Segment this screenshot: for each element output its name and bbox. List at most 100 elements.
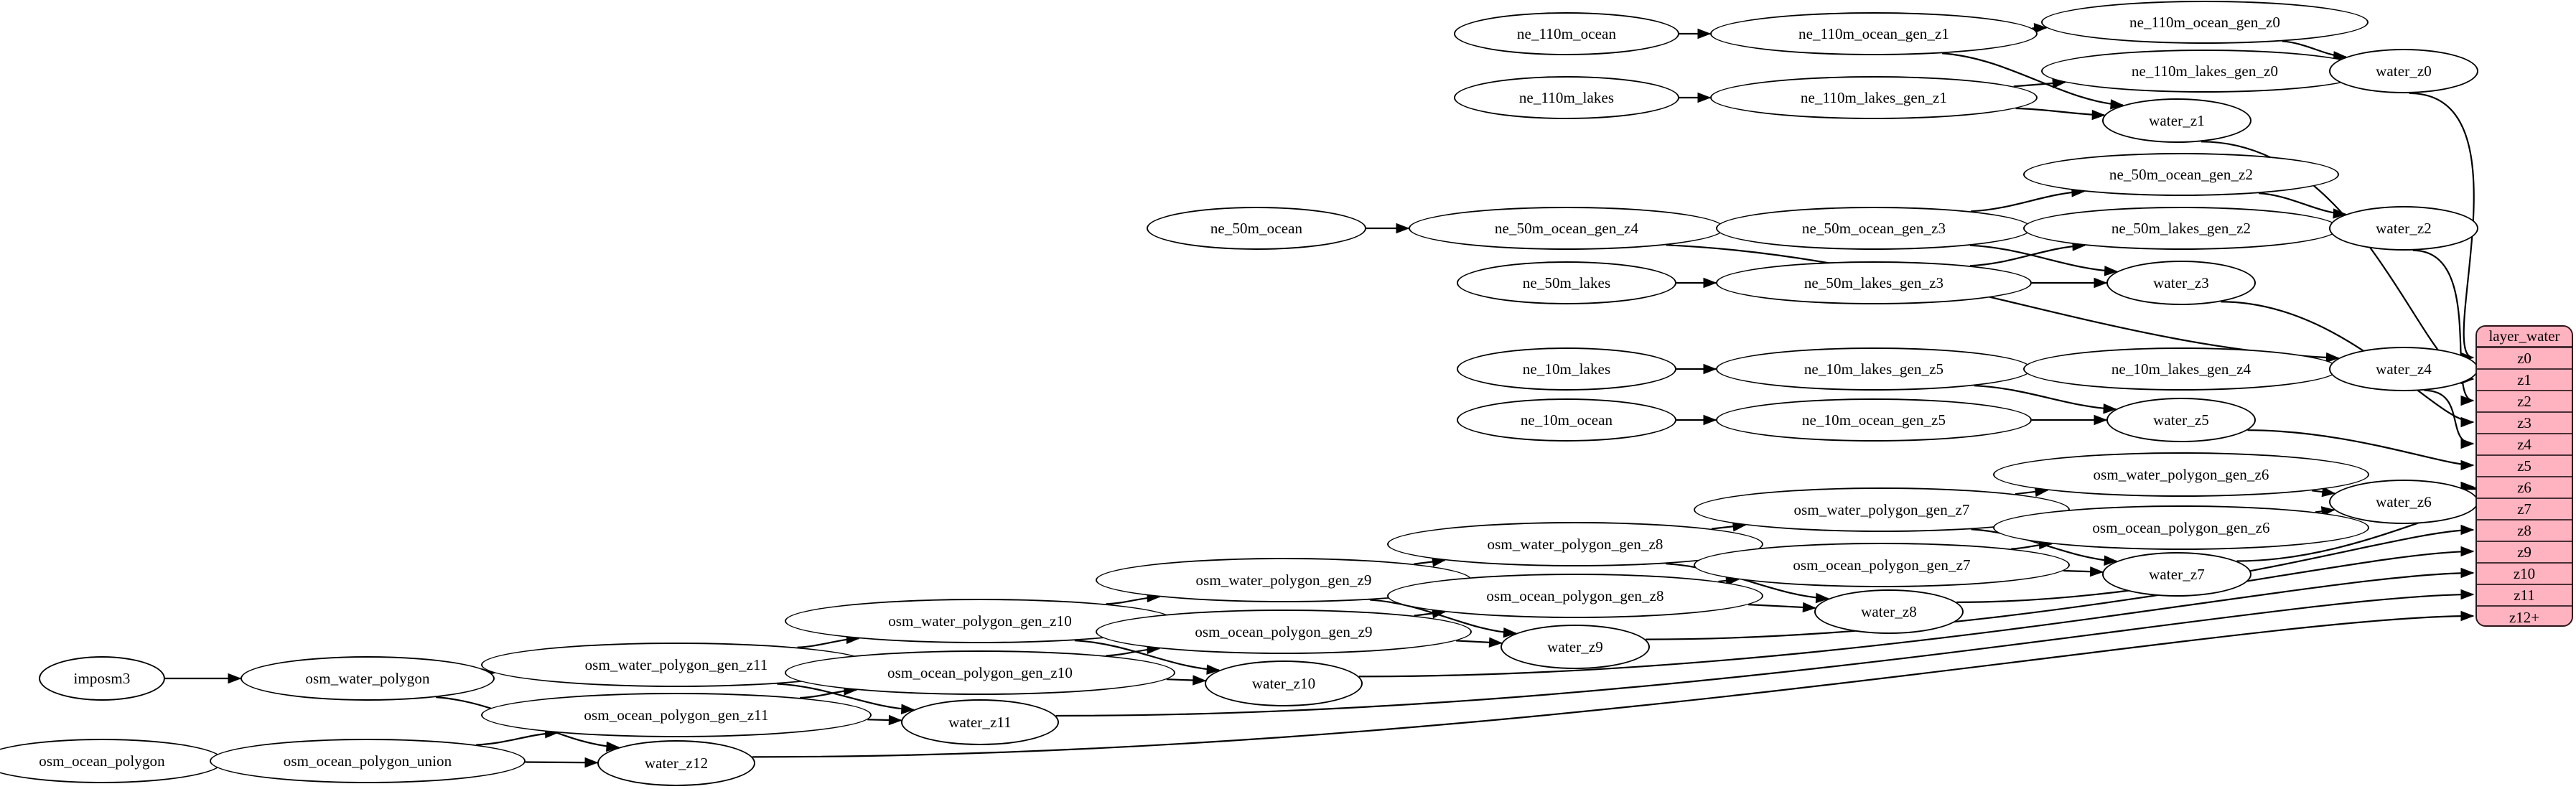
graph-node-water-z11[interactable]: water_z11 bbox=[901, 699, 1059, 745]
record-row-z0[interactable]: z0 bbox=[2477, 348, 2572, 370]
graph-node-osm-water-polygon-gen-z6[interactable]: osm_water_polygon_gen_z6 bbox=[1993, 452, 2369, 497]
graph-edge-arrowhead bbox=[2460, 589, 2475, 600]
record-row-z5[interactable]: z5 bbox=[2477, 456, 2572, 477]
record-row-z9[interactable]: z9 bbox=[2477, 542, 2572, 564]
graph-node-ne-10m-lakes-gen-z4[interactable]: ne_10m_lakes_gen_z4 bbox=[2023, 347, 2339, 391]
graph-node-ne-110m-ocean-gen-z1[interactable]: ne_110m_ocean_gen_z1 bbox=[1710, 12, 2038, 55]
graph-node-label: osm_water_polygon_gen_z10 bbox=[888, 612, 1072, 630]
graph-node-label: ne_10m_ocean bbox=[1520, 411, 1613, 429]
graph-node-water-z7[interactable]: water_z7 bbox=[2102, 552, 2251, 597]
graph-node-ne-10m-lakes[interactable]: ne_10m_lakes bbox=[1457, 347, 1676, 391]
graph-node-osm-ocean-polygon-gen-z6[interactable]: osm_ocean_polygon_gen_z6 bbox=[1993, 505, 2369, 550]
graph-node-water-z0[interactable]: water_z0 bbox=[2329, 49, 2478, 93]
record-row-z8[interactable]: z8 bbox=[2477, 520, 2572, 542]
graph-node-label: osm_ocean_polygon_gen_z11 bbox=[584, 706, 769, 724]
graph-edge bbox=[2063, 569, 2103, 573]
graph-edge bbox=[1106, 596, 1160, 605]
graph-node-osm-ocean-polygon-union[interactable]: osm_ocean_polygon_union bbox=[210, 739, 526, 783]
graph-node-label: osm_water_polygon bbox=[305, 669, 430, 687]
graph-edge-arrowhead bbox=[1703, 414, 1717, 426]
graph-node-water-z3[interactable]: water_z3 bbox=[2106, 261, 2256, 305]
graph-node-ne-50m-lakes-gen-z2[interactable]: ne_50m_lakes_gen_z2 bbox=[2023, 207, 2339, 250]
graph-node-label: osm_ocean_polygon_gen_z8 bbox=[1486, 587, 1664, 604]
graph-edge bbox=[1711, 524, 1746, 530]
graph-node-imposm3[interactable]: imposm3 bbox=[39, 656, 165, 701]
graph-node-ne-50m-lakes-gen-z3[interactable]: ne_50m_lakes_gen_z3 bbox=[1716, 261, 2032, 304]
graph-node-water-z8[interactable]: water_z8 bbox=[1814, 589, 1964, 634]
graph-edge-arrowhead bbox=[228, 673, 242, 684]
graph-node-label: ne_50m_lakes_gen_z3 bbox=[1803, 274, 1944, 291]
graph-node-osm-water-polygon[interactable]: osm_water_polygon bbox=[241, 656, 495, 701]
graph-node-water-z6[interactable]: water_z6 bbox=[2329, 480, 2478, 524]
graph-node-label: ne_110m_lakes_gen_z1 bbox=[1800, 88, 1948, 106]
record-row-z12plus[interactable]: z12+ bbox=[2477, 607, 2572, 625]
graph-node-osm-ocean-polygon[interactable]: osm_ocean_polygon bbox=[0, 739, 224, 783]
graph-node-ne-110m-lakes-gen-z0[interactable]: ne_110m_lakes_gen_z0 bbox=[2041, 50, 2369, 93]
graph-edge-arrowhead bbox=[2460, 438, 2475, 449]
graph-node-osm-ocean-polygon-gen-z11[interactable]: osm_ocean_polygon_gen_z11 bbox=[481, 693, 872, 737]
graph-edge bbox=[476, 732, 558, 746]
graph-node-label: osm_water_polygon_gen_z6 bbox=[2093, 465, 2269, 483]
graph-node-ne-10m-lakes-gen-z5[interactable]: ne_10m_lakes_gen_z5 bbox=[1716, 347, 2032, 391]
graph-edge-arrowhead bbox=[2460, 610, 2475, 622]
graph-node-water-z10[interactable]: water_z10 bbox=[1205, 660, 1363, 706]
record-row-z1[interactable]: z1 bbox=[2477, 370, 2572, 391]
graph-node-osm-ocean-polygon-gen-z9[interactable]: osm_ocean_polygon_gen_z9 bbox=[1096, 610, 1472, 654]
graph-node-water-z1[interactable]: water_z1 bbox=[2102, 98, 2251, 143]
graph-edge-arrowhead bbox=[2094, 414, 2108, 426]
graph-edge-arrowhead bbox=[1697, 92, 1712, 103]
graph-node-ne-110m-ocean[interactable]: ne_110m_ocean bbox=[1454, 12, 1679, 55]
graph-node-osm-ocean-polygon-gen-z10[interactable]: osm_ocean_polygon_gen_z10 bbox=[785, 650, 1175, 695]
graph-node-label: water_z12 bbox=[644, 754, 709, 772]
graph-node-ne-10m-ocean[interactable]: ne_10m_ocean bbox=[1457, 398, 1676, 442]
record-row-z7[interactable]: z7 bbox=[2477, 499, 2572, 520]
graph-node-label: ne_50m_ocean_gen_z3 bbox=[1801, 219, 1946, 237]
graph-node-osm-water-polygon-gen-z8[interactable]: osm_water_polygon_gen_z8 bbox=[1387, 522, 1763, 566]
graph-node-label: water_z2 bbox=[2376, 219, 2432, 237]
graph-node-label: water_z4 bbox=[2376, 360, 2432, 378]
graph-node-ne-50m-ocean-gen-z4[interactable]: ne_50m_ocean_gen_z4 bbox=[1409, 207, 1725, 250]
graph-edge bbox=[800, 688, 857, 699]
graph-node-label: water_z11 bbox=[948, 713, 1012, 731]
graph-edge-arrowhead bbox=[2460, 524, 2475, 536]
graph-node-label: ne_110m_ocean_gen_z0 bbox=[2129, 13, 2280, 31]
graph-edge bbox=[1666, 244, 2339, 359]
graph-edge-arrowhead bbox=[2460, 567, 2475, 579]
record-row-z3[interactable]: z3 bbox=[2477, 413, 2572, 434]
graph-node-water-z5[interactable]: water_z5 bbox=[2106, 398, 2256, 442]
graph-node-label: osm_ocean_polygon_gen_z7 bbox=[1793, 556, 1971, 574]
graph-node-label: ne_50m_lakes_gen_z2 bbox=[2111, 219, 2251, 237]
graph-node-osm-water-polygon-gen-z10[interactable]: osm_water_polygon_gen_z10 bbox=[785, 599, 1175, 643]
graph-edge-arrowhead bbox=[1703, 363, 1717, 375]
graph-node-osm-ocean-polygon-gen-z8[interactable]: osm_ocean_polygon_gen_z8 bbox=[1387, 574, 1763, 618]
graph-node-ne-50m-ocean-gen-z3[interactable]: ne_50m_ocean_gen_z3 bbox=[1716, 207, 2032, 250]
record-row-z2[interactable]: z2 bbox=[2477, 391, 2572, 413]
record-row-z4[interactable]: z4 bbox=[2477, 434, 2572, 456]
graph-node-label: ne_110m_ocean_gen_z1 bbox=[1798, 24, 1949, 42]
graph-node-label: osm_ocean_polygon bbox=[39, 752, 165, 770]
graph-node-ne-50m-ocean[interactable]: ne_50m_ocean bbox=[1147, 207, 1366, 250]
graph-node-label: osm_water_polygon_gen_z9 bbox=[1195, 571, 1372, 589]
record-row-z11[interactable]: z11 bbox=[2477, 585, 2572, 607]
graph-node-water-z4[interactable]: water_z4 bbox=[2329, 347, 2478, 391]
graph-node-ne-110m-ocean-gen-z0[interactable]: ne_110m_ocean_gen_z0 bbox=[2041, 1, 2369, 44]
graph-edge-arrowhead bbox=[2460, 416, 2475, 428]
graph-node-water-z12[interactable]: water_z12 bbox=[597, 740, 755, 786]
graph-node-label: ne_50m_ocean_gen_z2 bbox=[2109, 165, 2254, 183]
record-row-z6[interactable]: z6 bbox=[2477, 477, 2572, 499]
graph-node-ne-110m-lakes[interactable]: ne_110m_lakes bbox=[1454, 76, 1679, 119]
graph-node-ne-110m-lakes-gen-z1[interactable]: ne_110m_lakes_gen_z1 bbox=[1710, 76, 2038, 119]
graph-edge-arrowhead bbox=[2460, 459, 2475, 471]
graph-node-label: imposm3 bbox=[73, 669, 131, 687]
graph-node-ne-10m-ocean-gen-z5[interactable]: ne_10m_ocean_gen_z5 bbox=[1716, 398, 2032, 442]
graph-node-water-z2[interactable]: water_z2 bbox=[2329, 206, 2478, 251]
graph-node-water-z9[interactable]: water_z9 bbox=[1501, 625, 1650, 669]
graph-edge bbox=[797, 638, 859, 648]
record-row-z10[interactable]: z10 bbox=[2477, 564, 2572, 585]
graph-node-ne-50m-ocean-gen-z2[interactable]: ne_50m_ocean_gen_z2 bbox=[2023, 153, 2339, 196]
graph-node-osm-ocean-polygon-gen-z7[interactable]: osm_ocean_polygon_gen_z7 bbox=[1694, 543, 2070, 587]
graph-node-ne-50m-lakes[interactable]: ne_50m_lakes bbox=[1457, 261, 1676, 304]
graph-edge bbox=[2013, 81, 2066, 88]
